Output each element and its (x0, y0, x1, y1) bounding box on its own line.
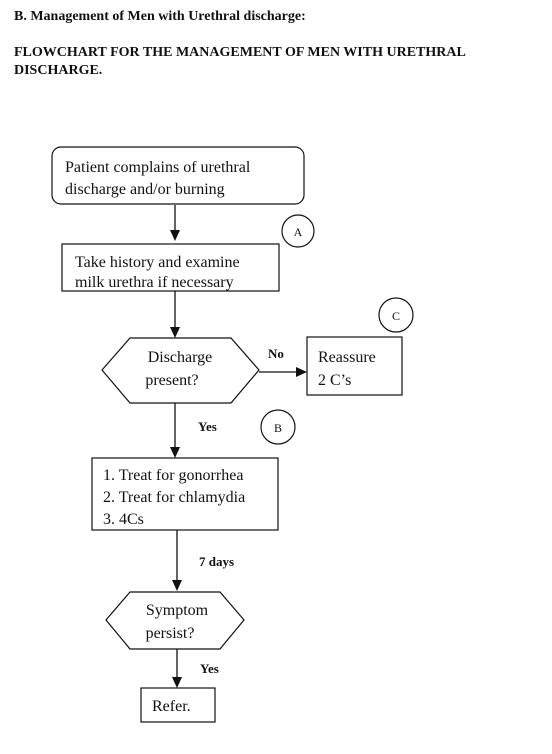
marker-a-label: A (294, 225, 303, 239)
marker-a: A (281, 214, 315, 248)
arrowhead (172, 677, 182, 688)
arrowhead (296, 367, 307, 377)
marker-c-label: C (392, 309, 400, 323)
history-line-1: Take history and examine (75, 254, 240, 271)
arrowhead (170, 327, 180, 338)
complaint-node: Patient complains of urethral discharge … (51, 146, 305, 205)
symptom-line-2: persist? (146, 625, 195, 642)
refer-node: Refer. (140, 687, 216, 723)
edge-label-days: 7 days (199, 554, 234, 569)
section-heading: B. Management of Men with Urethral disch… (14, 9, 306, 24)
reassure-node: Reassure 2 C’s (306, 336, 403, 396)
history-line-2: milk urethra if necessary (75, 274, 234, 291)
marker-b-label: B (274, 421, 282, 435)
symptom-question-node: Symptom persist? (105, 591, 245, 650)
edge-label-yes-1: Yes (198, 419, 217, 434)
marker-c: C (378, 297, 414, 333)
discharge-question-node: Discharge present? (101, 337, 260, 404)
arrowhead (170, 230, 180, 241)
treatment-line-3: 3. 4Cs (103, 511, 144, 528)
edge-label-yes-2: Yes (200, 661, 219, 676)
symptom-line-1: Symptom (146, 602, 209, 619)
treatment-line-1: 1. Treat for gonorrhea (103, 467, 243, 484)
flowchart-title: FLOWCHART FOR THE MANAGEMENT OF MEN WITH… (14, 45, 466, 78)
treatment-node: 1. Treat for gonorrhea 2. Treat for chla… (91, 457, 279, 531)
reassure-line-1: Reassure (318, 349, 376, 366)
refer-label: Refer. (152, 698, 191, 715)
edge-label-no: No (268, 346, 284, 361)
treatment-line-2: 2. Treat for chlamydia (103, 489, 245, 506)
discharge-line-1: Discharge (148, 349, 213, 366)
complaint-line-1: Patient complains of urethral (65, 159, 251, 176)
complaint-line-2: discharge and/or burning (65, 181, 225, 198)
history-node: Take history and examine milk urethra if… (61, 243, 280, 292)
discharge-line-2: present? (145, 372, 198, 389)
reassure-line-2: 2 C’s (318, 372, 351, 389)
arrowhead (170, 447, 180, 458)
marker-b: B (260, 409, 296, 445)
arrowhead (172, 580, 182, 591)
